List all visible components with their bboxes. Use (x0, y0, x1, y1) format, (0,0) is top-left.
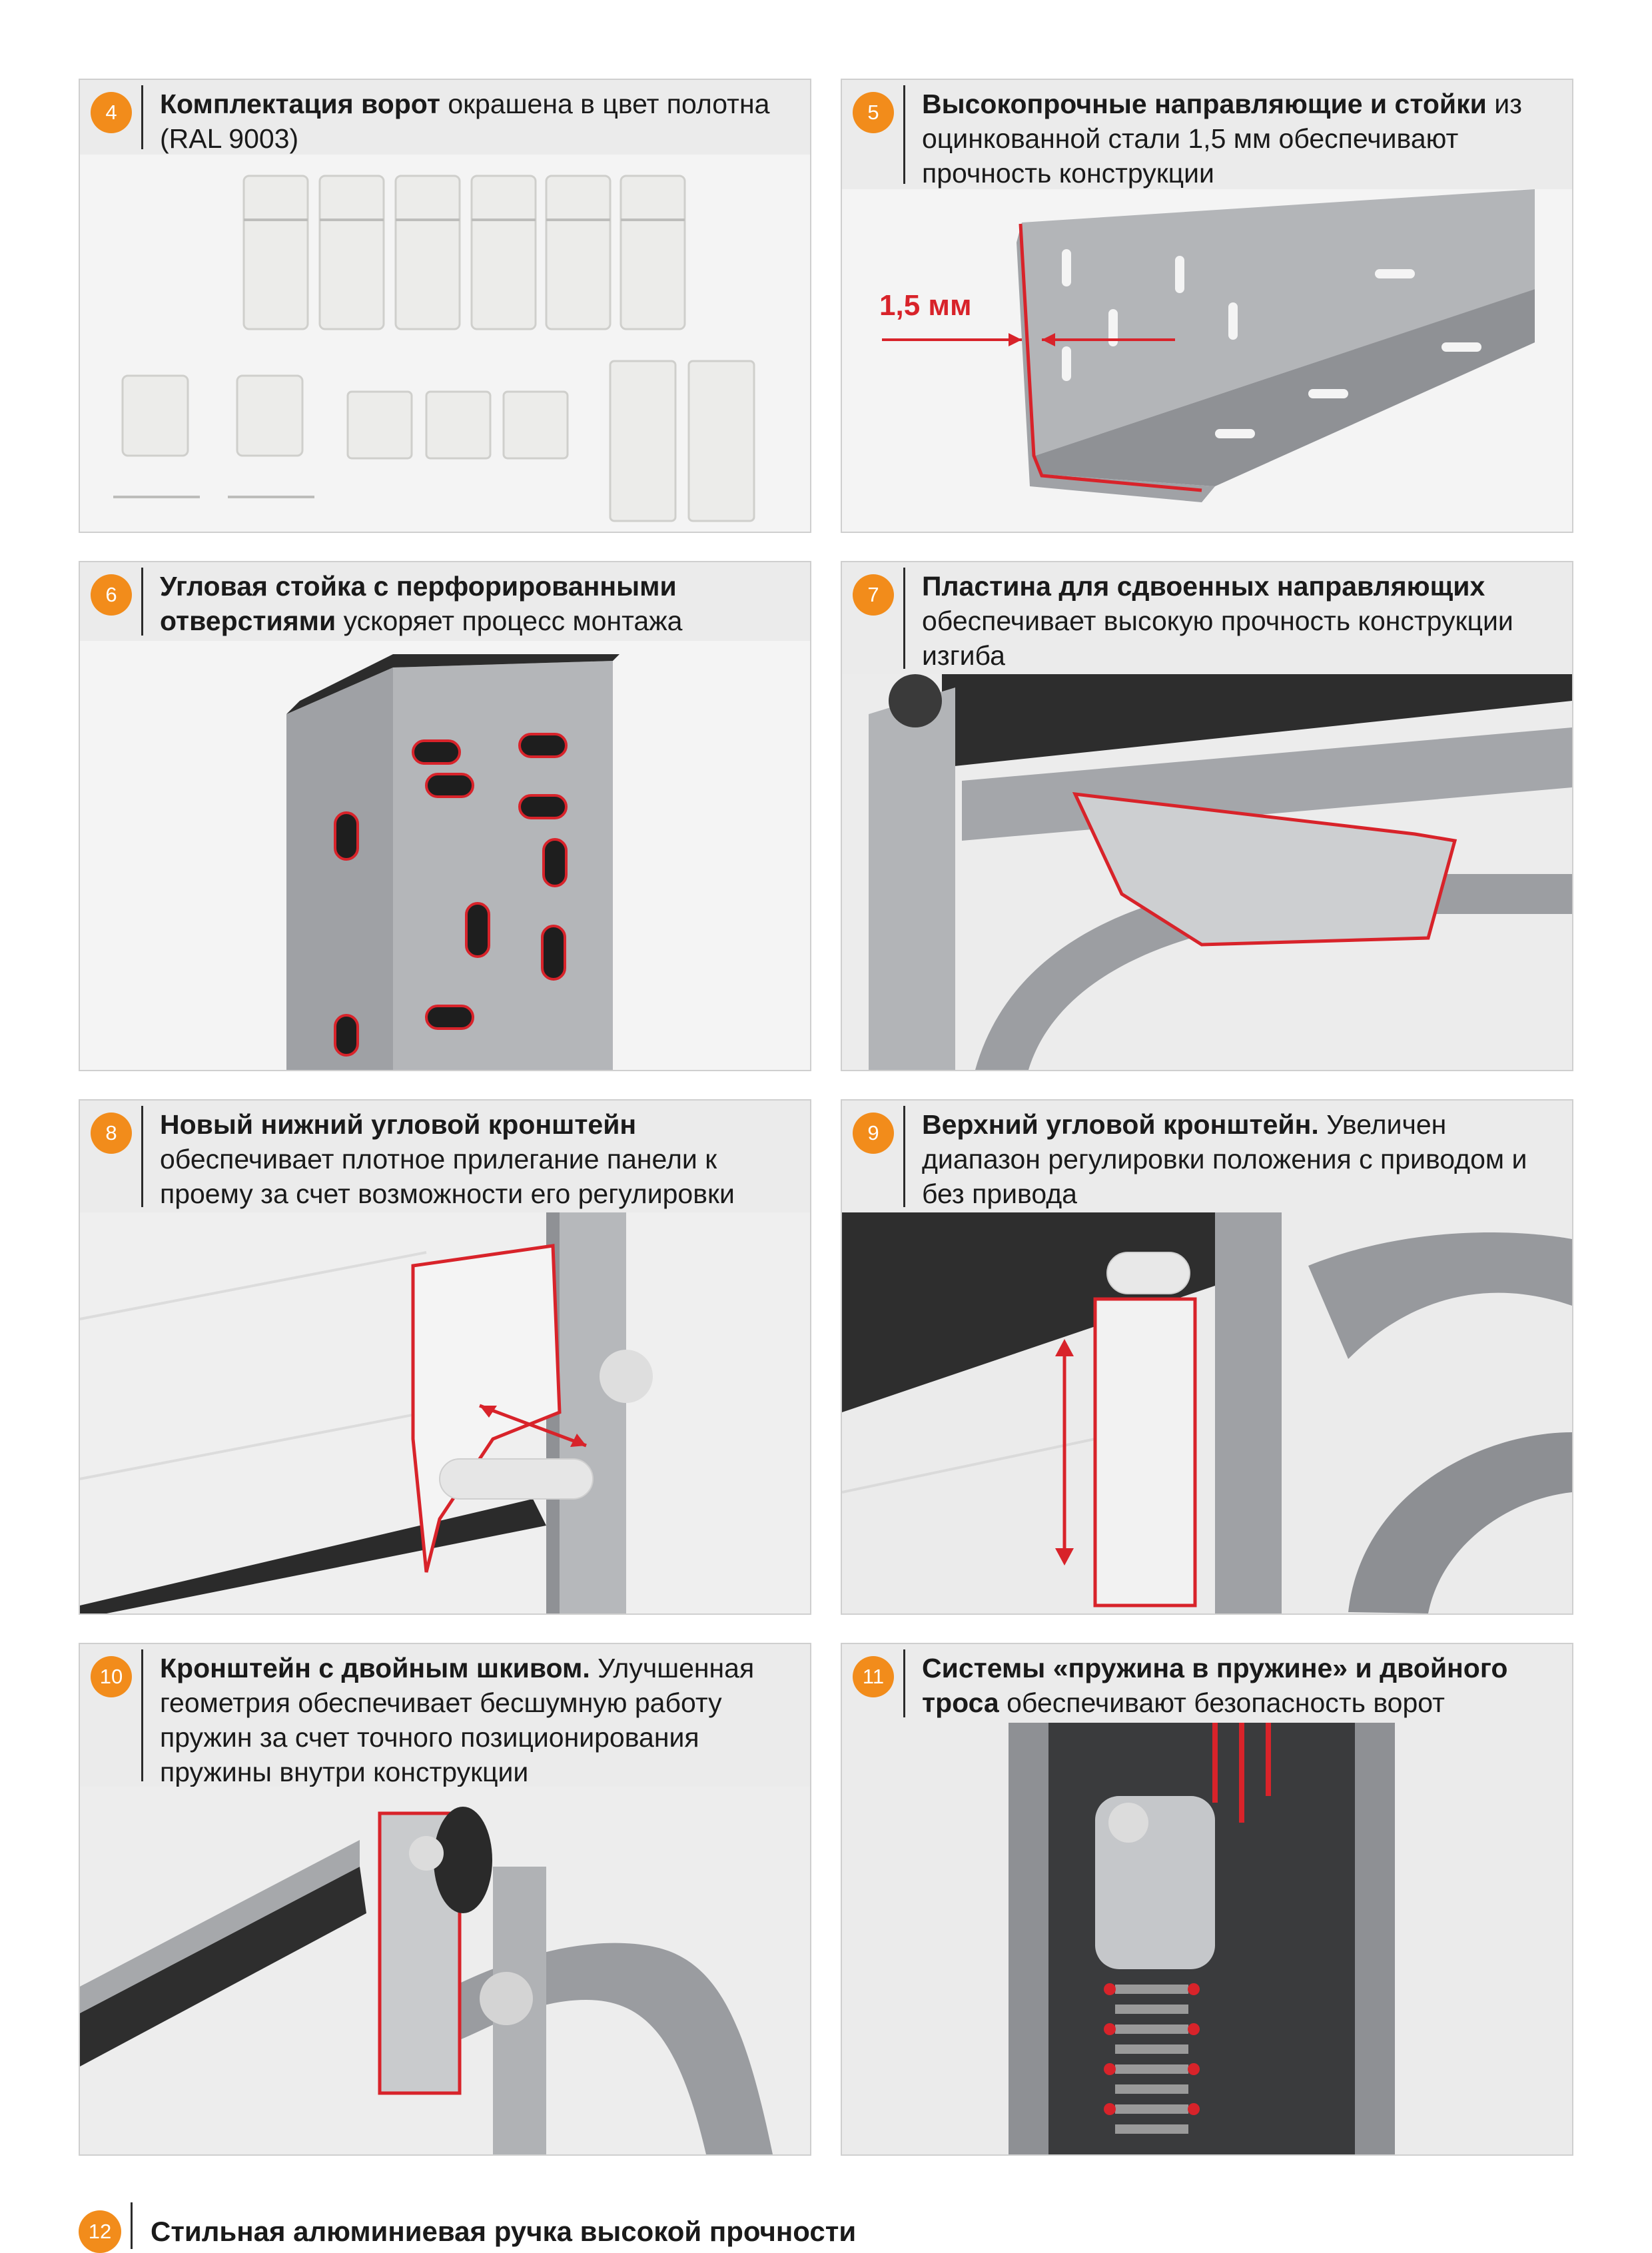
steel-guide-drawing (842, 189, 1572, 532)
card-caption: Угловая стойка с перфорированными отверс… (160, 569, 794, 638)
caption-text: из оцинкованной стали 1,5 мм обеспечиваю… (922, 89, 1522, 189)
spring-in-spring-drawing (842, 1723, 1572, 2154)
header-divider (141, 568, 143, 636)
card-header: 10 Кронштейн с двойным шкивом. Улучшенна… (80, 1644, 810, 1787)
step-number-badge: 9 (853, 1113, 894, 1154)
header-divider (141, 1106, 143, 1207)
caption-bold: Системы «пружина в пружине» и двойного т… (922, 1653, 1508, 1718)
card-caption: Кронштейн с двойным шкивом. Улучшенная г… (160, 1651, 794, 1789)
top-bracket-drawing (842, 1212, 1572, 1613)
caption-text: Улучшенная геометрия обеспечивает бесшум… (160, 1653, 755, 1787)
card-header: 5 Высокопрочные направляющие и стойки из… (842, 80, 1572, 189)
card-caption: Комплектация ворот окрашена в цвет полот… (160, 87, 794, 156)
hinges-set-illustration (80, 155, 810, 532)
card-header: 6 Угловая стойка с перфорированными отве… (80, 562, 810, 641)
section-title: Стильная алюминиевая ручка высокой прочн… (151, 2216, 857, 2247)
bottom-bracket-drawing (80, 1212, 810, 1613)
caption-bold: Пластина для сдвоенных направляющих (922, 571, 1485, 602)
bottom-bracket-illustration (80, 1212, 810, 1613)
card-10: 10 Кронштейн с двойным шкивом. Улучшенна… (79, 1643, 811, 2156)
header-divider (903, 85, 905, 184)
caption-bold: Комплектация ворот (160, 89, 440, 119)
double-guide-plate-illustration (842, 674, 1572, 1070)
card-caption: Пластина для сдвоенных направляющих обес… (922, 569, 1556, 673)
caption-text: ускоряет процесс монтажа (336, 606, 683, 636)
step-number-badge: 4 (91, 92, 132, 133)
card-caption: Высокопрочные направляющие и стойки из о… (922, 87, 1556, 191)
caption-text: обеспечивает плотное прилегание панели к… (160, 1144, 735, 1209)
caption-text: обеспечивает высокую прочность конструкц… (922, 606, 1513, 671)
card-caption: Верхний угловой кронштейн. Увеличен диап… (922, 1107, 1556, 1211)
card-header: 7 Пластина для сдвоенных направляющих об… (842, 562, 1572, 674)
step-number-badge: 7 (853, 574, 894, 616)
caption-text: Увеличен диапазон регулировки положения … (922, 1109, 1527, 1209)
spring-in-spring-illustration (842, 1723, 1572, 2154)
card-4: 4 Комплектация ворот окрашена в цвет пол… (79, 79, 811, 533)
header-divider (131, 2202, 133, 2249)
card-header: 4 Комплектация ворот окрашена в цвет пол… (80, 80, 810, 155)
header-divider (903, 568, 905, 669)
corner-post-drawing (80, 641, 810, 1070)
caption-text: обеспечивают безопасность ворот (999, 1687, 1445, 1718)
header-divider (141, 85, 143, 149)
card-5: 5 Высокопрочные направляющие и стойки из… (841, 79, 1573, 533)
section-12-header: 12 Стильная алюминиевая ручка высокой пр… (79, 2202, 878, 2253)
double-guide-plate-drawing (842, 674, 1572, 1070)
step-number-badge: 5 (853, 92, 894, 133)
double-pulley-bracket-illustration (80, 1787, 810, 2154)
step-number-badge: 6 (91, 574, 132, 616)
double-pulley-bracket-drawing (80, 1787, 810, 2154)
card-7: 7 Пластина для сдвоенных направляющих об… (841, 561, 1573, 1071)
caption-text: окрашена в цвет полотна (RAL 9003) (160, 89, 770, 154)
caption-bold: Кронштейн с двойным шкивом. (160, 1653, 590, 1683)
step-number-badge: 12 (79, 2210, 121, 2253)
card-9: 9 Верхний угловой кронштейн. Увеличен ди… (841, 1099, 1573, 1615)
card-caption: Новый нижний угловой кронштейн обеспечив… (160, 1107, 794, 1211)
header-divider (903, 1106, 905, 1207)
corner-post-illustration (80, 641, 810, 1070)
caption-bold: Угловая стойка с перфорированными отверс… (160, 571, 677, 636)
caption-bold: Высокопрочные направляющие и стойки (922, 89, 1487, 119)
caption-bold: Новый нижний угловой кронштейн (160, 1109, 637, 1140)
card-11: 11 Системы «пружина в пружине» и двойног… (841, 1643, 1573, 2156)
header-divider (903, 1649, 905, 1717)
header-divider (141, 1649, 143, 1781)
thickness-label: 1,5 мм (879, 289, 972, 322)
step-number-badge: 8 (91, 1113, 132, 1154)
hinges-set-drawing (80, 155, 810, 532)
step-number-badge: 11 (853, 1656, 894, 1697)
card-header: 8 Новый нижний угловой кронштейн обеспеч… (80, 1101, 810, 1212)
card-header: 11 Системы «пружина в пружине» и двойног… (842, 1644, 1572, 1723)
card-header: 9 Верхний угловой кронштейн. Увеличен ди… (842, 1101, 1572, 1212)
step-number-badge: 10 (91, 1656, 132, 1697)
steel-guide-illustration: 1,5 мм (842, 189, 1572, 532)
top-bracket-illustration (842, 1212, 1572, 1613)
card-caption: Системы «пружина в пружине» и двойного т… (922, 1651, 1556, 1720)
card-8: 8 Новый нижний угловой кронштейн обеспеч… (79, 1099, 811, 1615)
caption-bold: Верхний угловой кронштейн. (922, 1109, 1319, 1140)
card-6: 6 Угловая стойка с перфорированными отве… (79, 561, 811, 1071)
